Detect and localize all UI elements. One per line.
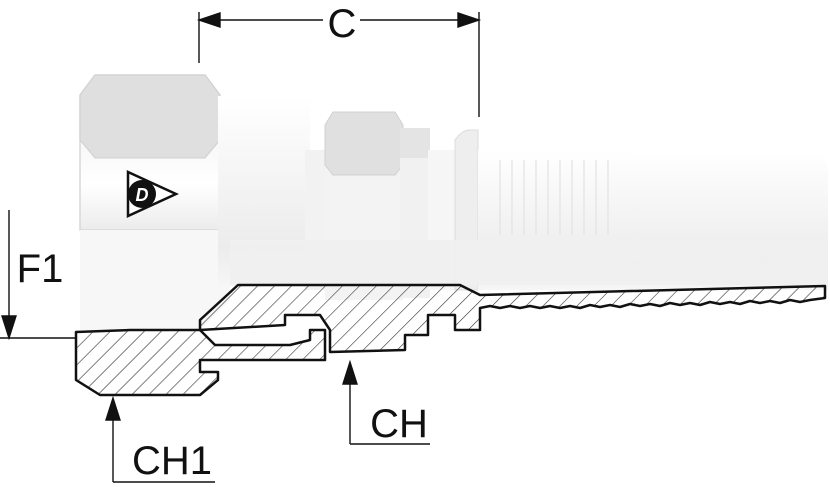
stem-section [198,283,827,354]
logo-letter: D [136,185,149,205]
callout-ch-arrow [342,359,358,385]
callout-ch [342,359,430,445]
callout-ch1 [105,395,215,483]
dimension-c [196,12,482,117]
hex-nut-face [79,74,221,159]
dimension-c-arrow-left [196,12,221,28]
neck-face [400,128,430,158]
dunlop-logo: D [126,170,180,218]
callout-ch1-label: CH1 [132,439,212,483]
tail-barbs [499,160,609,235]
logo-circle [128,180,156,208]
small-hex-face [324,111,404,176]
dimension-f1 [0,210,76,341]
nut-collar [80,230,230,330]
fitting-exterior [79,74,828,330]
dimension-f1-arrow [1,315,17,341]
callout-ch1-arrow [105,395,121,421]
dimension-c-arrow-right [457,12,482,28]
nut-section [74,328,327,397]
tail-shade [230,240,828,285]
dimension-f1-label: F1 [17,247,64,291]
dimension-c-label: C [328,2,357,46]
cross-section [74,283,827,397]
callout-ch-label: CH [370,402,428,446]
